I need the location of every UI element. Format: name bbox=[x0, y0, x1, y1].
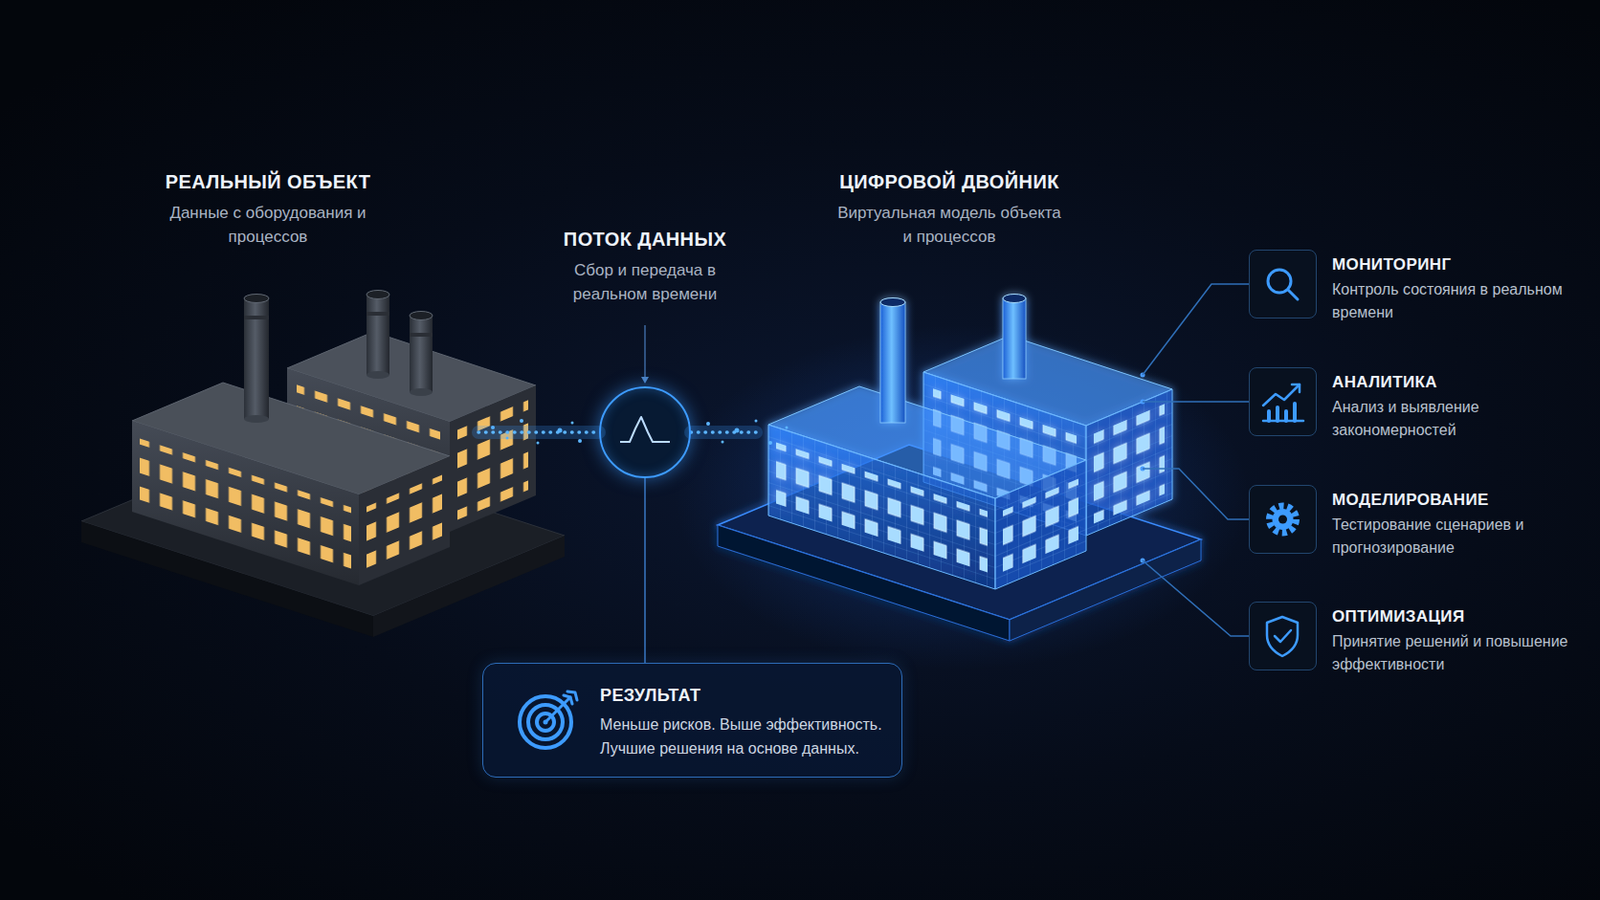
real-factory bbox=[81, 290, 565, 639]
text-group: РЕАЛЬНЫЙ ОБЪЕКТ Данные с оборудования и п… bbox=[57, 168, 479, 249]
stream-glow bbox=[690, 425, 756, 440]
stream-glow bbox=[478, 425, 600, 440]
connector-line bbox=[644, 478, 646, 664]
digital-twin bbox=[717, 294, 1201, 643]
feature-item: ОПТИМИЗАЦИЯПринятие решений и повышение … bbox=[1248, 601, 1579, 671]
node-heading: МОДЕЛИРОВАНИЕ bbox=[1332, 488, 1574, 512]
connector-line bbox=[1140, 400, 1250, 405]
icon-frame bbox=[1248, 485, 1317, 555]
feature-item: МОДЕЛИРОВАНИЕТестирование сценариев и пр… bbox=[1248, 485, 1579, 555]
node-description: Контроль состояния в реальном времени bbox=[1332, 278, 1574, 325]
chart-icon bbox=[1263, 384, 1304, 422]
result-box-fill bbox=[482, 663, 903, 778]
text-group: МОДЕЛИРОВАНИЕТестирование сценариев и пр… bbox=[1332, 488, 1574, 560]
result-box: РЕЗУЛЬТАТ Меньше рисков. Выше эффективнос… bbox=[482, 663, 903, 778]
leader-line bbox=[1142, 400, 1249, 403]
connector-line bbox=[1140, 466, 1250, 521]
node-heading: АНАЛИТИКА bbox=[1332, 371, 1574, 395]
waveform-icon bbox=[620, 417, 670, 443]
flow-node: ПОТОК ДАННЫХ Сбор и передача в реальном в… bbox=[549, 225, 741, 479]
stream-dots bbox=[690, 430, 756, 435]
twin-halo bbox=[674, 325, 1249, 670]
flow-circle-fill bbox=[600, 387, 690, 478]
leader-line bbox=[1142, 284, 1249, 376]
gear-icon bbox=[1269, 506, 1297, 534]
node-description: Сбор и передача в реальном времени bbox=[549, 258, 741, 307]
node-description: Анализ и выявление закономерностей bbox=[1332, 396, 1574, 443]
connector-line bbox=[1140, 284, 1250, 378]
node-heading: РЕЗУЛЬТАТ bbox=[600, 683, 892, 709]
node-heading: ЦИФРОВОЙ ДВОЙНИК bbox=[755, 168, 1143, 196]
pointer-head bbox=[641, 377, 649, 384]
text-group: ПОТОК ДАННЫХ Сбор и передача в реальном в… bbox=[549, 225, 741, 307]
icon-frame-fill bbox=[1248, 249, 1317, 671]
node-description: Тестирование сценариев и прогнозирование bbox=[1332, 513, 1574, 560]
icon-frame bbox=[1248, 601, 1317, 671]
connector-line bbox=[644, 478, 646, 664]
node-description: Данные с оборудования и процессов bbox=[155, 200, 381, 249]
target-icon bbox=[519, 691, 578, 749]
flow-circle bbox=[599, 386, 691, 479]
node-heading: МОНИТОРИНГ bbox=[1332, 253, 1574, 277]
node-description: Принятие решений и повышение эффективнос… bbox=[1332, 630, 1574, 677]
text-group: МОНИТОРИНГКонтроль состояния в реальном … bbox=[1332, 253, 1574, 325]
icon-frame bbox=[1248, 249, 1317, 319]
feature-item: АНАЛИТИКААнализ и выявление закономернос… bbox=[1248, 367, 1579, 437]
text-group: РЕЗУЛЬТАТ Меньше рисков. Выше эффективнос… bbox=[600, 683, 892, 761]
data-stream bbox=[690, 432, 756, 434]
text-group: ОПТИМИЗАЦИЯПринятие решений и повышение … bbox=[1332, 605, 1574, 677]
stream-dots bbox=[478, 430, 600, 435]
icon-frame bbox=[1248, 367, 1317, 437]
pointer-line bbox=[644, 325, 645, 379]
text-group: АНАЛИТИКААнализ и выявление закономернос… bbox=[1332, 371, 1574, 443]
data-stream bbox=[478, 432, 600, 434]
feature-item: МОНИТОРИНГКонтроль состояния в реальном … bbox=[1248, 249, 1579, 319]
text-group: ЦИФРОВОЙ ДВОЙНИК Виртуальная модель объек… bbox=[755, 168, 1143, 249]
magnifier-icon bbox=[1267, 269, 1298, 300]
object-panel: РЕАЛЬНЫЙ ОБЪЕКТ Данные с оборудования и п… bbox=[57, 168, 479, 670]
node-heading: РЕАЛЬНЫЙ ОБЪЕКТ bbox=[57, 168, 479, 196]
leader-line bbox=[1142, 560, 1249, 637]
connector-line bbox=[1140, 558, 1250, 638]
node-description: Виртуальная модель объекта и процессов bbox=[837, 200, 1063, 249]
shield-icon bbox=[1266, 617, 1298, 657]
node-description: Меньше рисков. Выше эффективность. Лучши… bbox=[600, 712, 892, 761]
node-heading: ОПТИМИЗАЦИЯ bbox=[1332, 605, 1574, 629]
leader-line bbox=[1142, 468, 1249, 520]
node-heading: ПОТОК ДАННЫХ bbox=[549, 225, 741, 253]
object-panel: ЦИФРОВОЙ ДВОЙНИК Виртуальная модель объек… bbox=[755, 168, 1143, 667]
